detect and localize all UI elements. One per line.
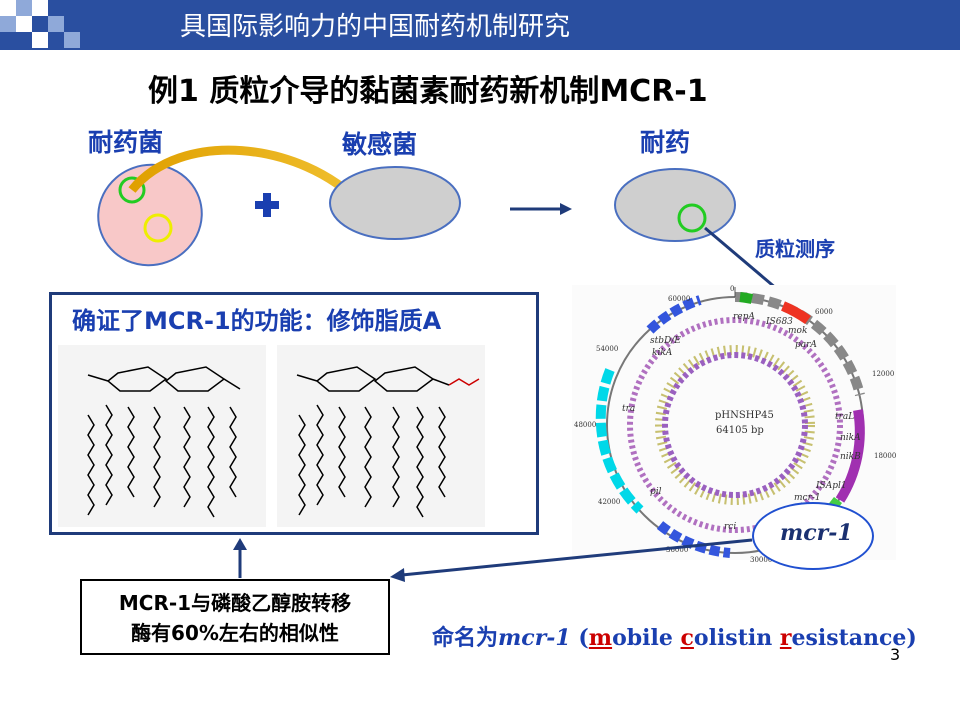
transfer-arrow xyxy=(128,145,366,209)
naming-olistin: olistin xyxy=(693,625,780,651)
naming-text: 命名为mcr-1 (mobile colistin resistance) xyxy=(432,620,917,652)
gene-arc-blue xyxy=(656,521,731,558)
header-decor-square xyxy=(16,16,32,32)
similarity-box: MCR-1与磷酸乙醇胺转移 酶有60%左右的相似性 xyxy=(80,579,390,655)
gene-label: parA xyxy=(795,340,817,350)
tick-label: 30000 xyxy=(750,556,773,564)
header-decor-square xyxy=(0,16,16,32)
naming-letter-r: r xyxy=(779,625,792,651)
header-decor-square xyxy=(64,32,80,48)
header-decor-square xyxy=(0,0,16,16)
modified-lipid-a-structure xyxy=(277,345,485,527)
gene-label: IS683 xyxy=(766,317,793,327)
left-arrow-line xyxy=(401,538,753,577)
gene-arc-purple xyxy=(835,409,865,503)
similarity-line-2: 酶有60%左右的相似性 xyxy=(131,621,339,645)
header-decor-square xyxy=(48,16,64,32)
tick-label: 12000 xyxy=(872,370,895,378)
sensitive-bacterium xyxy=(329,166,461,240)
up-arrow-head xyxy=(233,538,247,550)
gc-skew-ring-inner xyxy=(662,352,808,498)
gene-arc-gray xyxy=(734,291,865,397)
naming-open: ( xyxy=(570,625,589,651)
header-title: 具国际影响力的中国耐药机制研究 xyxy=(180,12,571,42)
gene-label: mok xyxy=(788,326,808,336)
gene-arc-blue xyxy=(646,295,702,334)
gene-label: ISApl1 xyxy=(816,481,847,491)
function-box: 确证了MCR-1的功能：修饰脂质A xyxy=(49,292,539,535)
gene-label: rci xyxy=(724,522,737,532)
gene-label: tra xyxy=(622,404,636,414)
resistant-result-label: 耐药 xyxy=(640,128,691,157)
gene-label: mcr-1 xyxy=(794,493,821,503)
gene-label: pil xyxy=(650,487,662,497)
naming-letter-m: m xyxy=(588,625,613,651)
sequencing-label: 质粒测序 xyxy=(755,237,835,261)
gc-content-ring xyxy=(627,317,843,533)
gc-skew-ring xyxy=(655,345,815,505)
mcr1-callout-oval xyxy=(752,502,874,570)
gene-label: kikA xyxy=(652,348,673,358)
plasmid-size: 64105 bp xyxy=(716,425,764,436)
gene-arc-red xyxy=(780,301,811,325)
header-decor-square xyxy=(16,0,32,16)
left-arrow-head xyxy=(390,568,405,582)
plasmid-name: pHNSHP45 xyxy=(715,410,774,421)
tick-label: 6000 xyxy=(815,308,833,316)
modified-lipid-a-drawing xyxy=(296,366,480,518)
naming-obile: obile xyxy=(612,625,681,651)
tick-label: 42000 xyxy=(598,498,621,506)
lipid-a-structure xyxy=(58,345,266,527)
page-number: 3 xyxy=(890,645,901,664)
naming-gene: mcr-1 xyxy=(498,625,571,651)
tick-label: 60000 xyxy=(668,295,691,303)
naming-prefix: 命名为 xyxy=(432,625,499,651)
gene-label: nikA xyxy=(840,433,861,443)
resistant-bacterium xyxy=(97,163,203,267)
plasmid-green-circle xyxy=(677,203,707,233)
slide-title: 例1 质粒介导的黏菌素耐药新机制MCR-1 xyxy=(148,74,708,109)
gene-label: repA xyxy=(733,312,755,322)
right-arrow-head xyxy=(560,203,572,215)
header-decor-square xyxy=(32,32,48,48)
lipid-a-drawing xyxy=(87,366,241,518)
gene-label: nikB xyxy=(840,452,861,462)
plasmid-green-circle xyxy=(118,176,146,204)
tick-label: 18000 xyxy=(874,452,897,460)
similarity-line-1: MCR-1与磷酸乙醇胺转移 xyxy=(118,591,352,615)
header-decor-square xyxy=(32,0,48,16)
gene-label: stbD/E xyxy=(650,336,681,346)
function-box-title: 确证了MCR-1的功能：修饰脂质A xyxy=(72,307,442,335)
resistant-bacteria-label: 耐药菌 xyxy=(88,128,164,157)
header-bar: 具国际影响力的中国耐药机制研究 xyxy=(0,0,960,50)
gene-label: traL xyxy=(835,412,855,422)
naming-esistance: esistance) xyxy=(791,625,917,651)
tick-label: 36000 xyxy=(666,546,689,554)
gene-arc-green xyxy=(739,292,754,304)
tick-label: 48000 xyxy=(574,421,597,429)
tick-label: 0 xyxy=(730,285,735,293)
naming-letter-c: c xyxy=(680,625,694,651)
sensitive-bacteria-label: 敏感菌 xyxy=(342,130,418,159)
plus-icon xyxy=(255,193,279,217)
tick-label: 54000 xyxy=(596,345,619,353)
gene-arc-cyan xyxy=(595,368,644,514)
plasmid-yellow-circle xyxy=(143,213,173,243)
mcr1-callout-label: mcr-1 xyxy=(780,520,853,546)
